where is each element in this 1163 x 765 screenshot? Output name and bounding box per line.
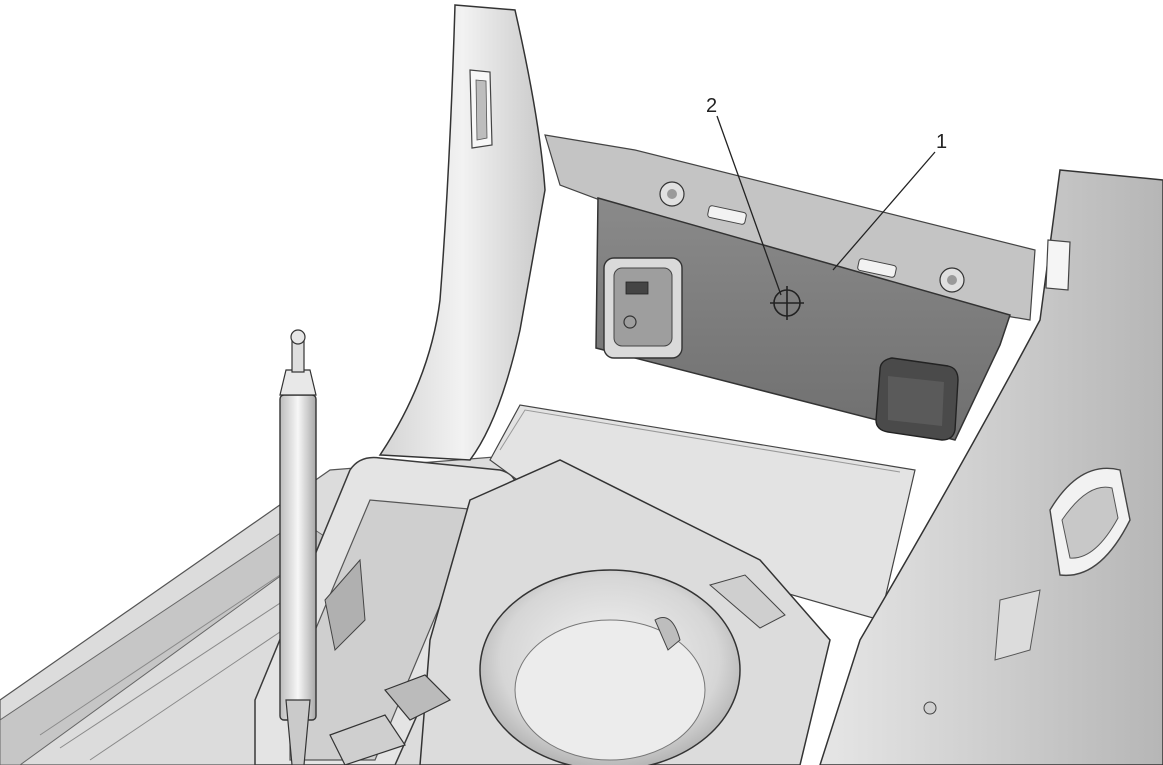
power-outlet-cap [875,357,959,441]
removal-tool [279,329,317,765]
rear-bracket [544,134,1036,321]
usb-port-module [603,257,683,359]
callout-label-1: 1 [936,131,947,153]
right-frame [819,169,1163,765]
target-crosshair-icon [770,286,804,320]
callout-2-leader [716,115,782,296]
callout-1-leader [832,151,936,271]
left-trim-tower [378,4,546,461]
shifter-bezel [254,456,517,765]
cupholder-well [479,569,741,765]
switch-buttons [329,674,452,765]
callout-label-2: 2 [706,95,717,117]
